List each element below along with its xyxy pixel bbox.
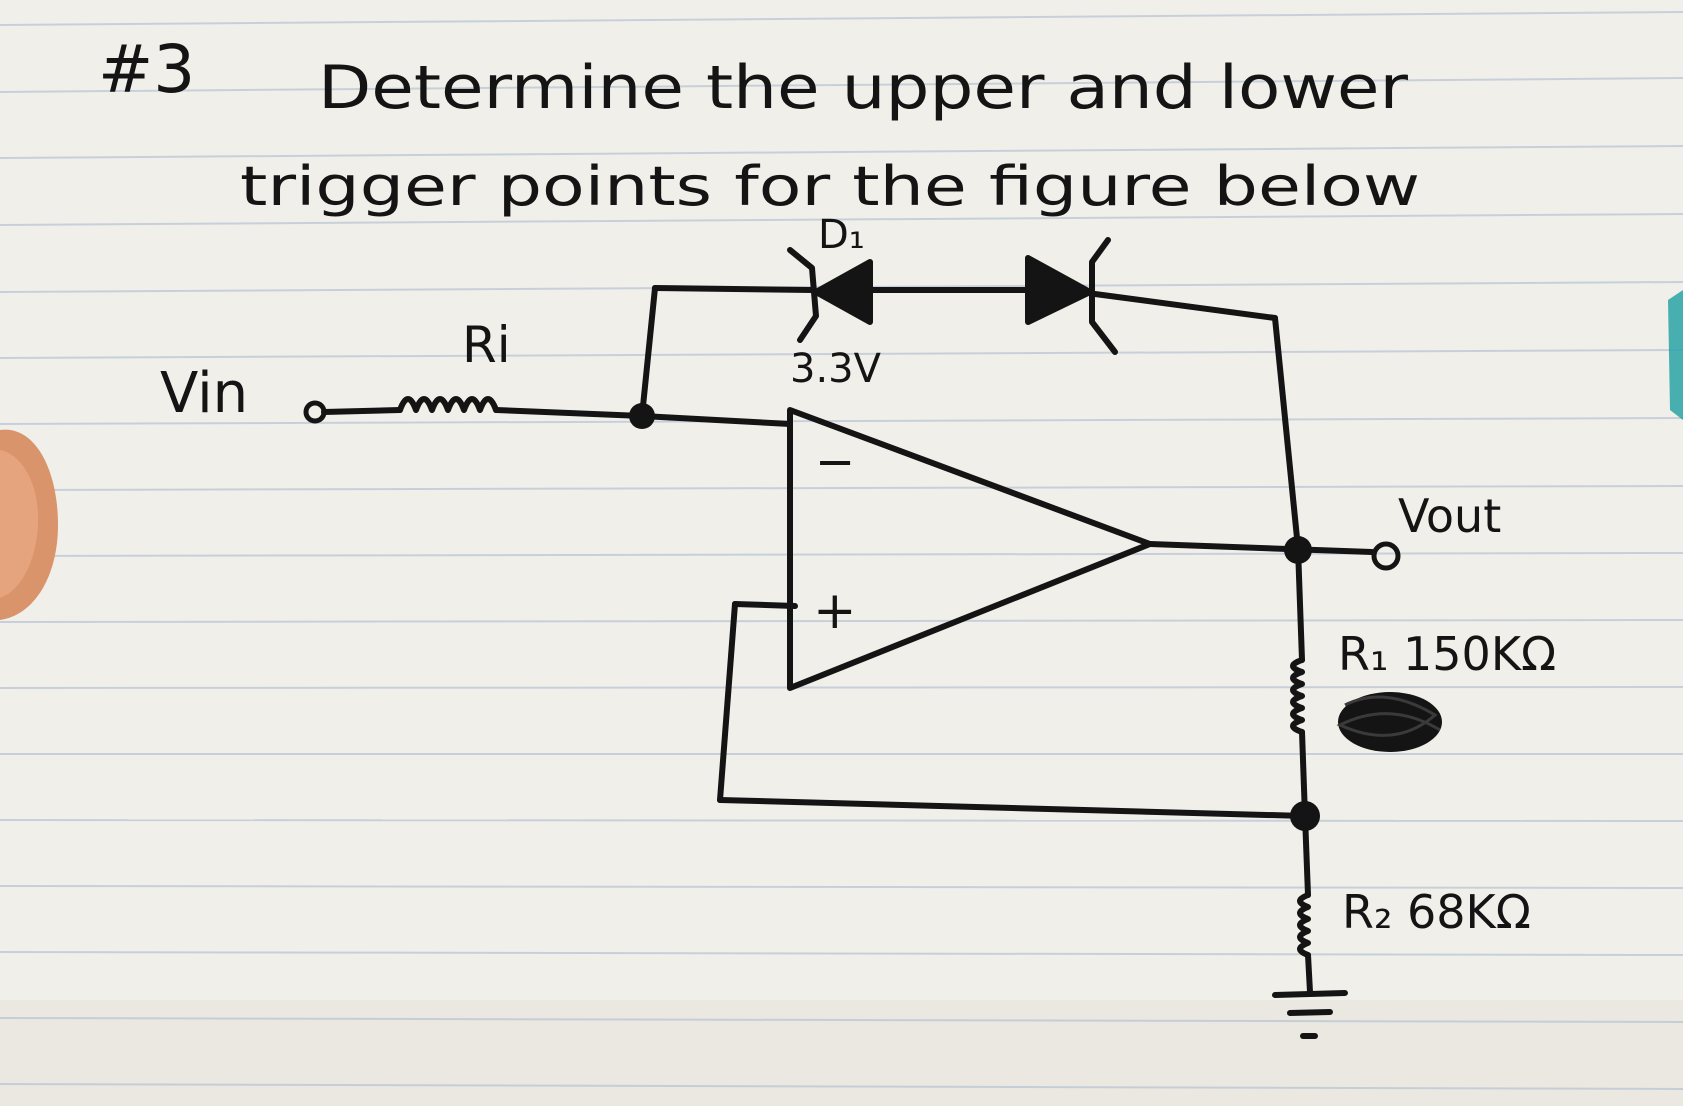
label-ri: Ri xyxy=(462,316,511,374)
wire-ri-to-node xyxy=(493,407,645,419)
wire-noninverting-stub xyxy=(732,601,798,609)
resistor-r2 xyxy=(1297,892,1311,958)
resistor-ri xyxy=(397,396,499,413)
junction-output-node xyxy=(1284,536,1312,564)
wire-feedback-right xyxy=(1272,315,1301,551)
junctions xyxy=(629,403,1320,831)
diode-d1-bar xyxy=(787,247,819,343)
teal-object xyxy=(1668,290,1683,420)
finger-nail xyxy=(0,450,39,598)
paper-shadow-bottom xyxy=(0,1000,1683,1106)
circuit-labels: D₁ 3.3V Vin Ri − + Vout R₁ 150KΩ R₂ 68KΩ xyxy=(160,212,1556,939)
problem-line-2: trigger points for the figure below xyxy=(240,155,1420,218)
wire-noninverting-left xyxy=(717,601,738,803)
problem-number: #3 xyxy=(98,31,195,108)
label-r2: R₂ 68KΩ xyxy=(1342,885,1531,939)
label-diode: D₁ xyxy=(818,212,865,258)
ground-line-2 xyxy=(1287,1009,1333,1016)
problem-line-1: Determine the upper and lower xyxy=(318,53,1408,123)
ruled-lines xyxy=(0,11,1683,1090)
wire-divider-feedback xyxy=(717,797,1308,819)
ground-line-1 xyxy=(1272,990,1348,998)
diode-d1-body xyxy=(813,259,873,325)
wire-r2-to-ground xyxy=(1305,952,1313,995)
diode-d2-body xyxy=(1025,255,1093,325)
wire-feedback-top-left xyxy=(652,285,815,293)
wire-node-to-inverting xyxy=(639,413,793,427)
diode-d2-bar xyxy=(1089,237,1118,355)
problem-statement: #3 Determine the upper and lower trigger… xyxy=(98,31,1420,218)
wire-output xyxy=(1147,541,1375,555)
label-vout: Vout xyxy=(1398,489,1501,543)
label-input: Vin xyxy=(160,361,248,426)
zener-diodes xyxy=(787,237,1118,355)
wire-out-to-r1 xyxy=(1295,545,1305,663)
wire-feedback-left xyxy=(639,285,658,419)
output-terminal xyxy=(1371,541,1401,571)
junction-inverting-node xyxy=(629,403,655,429)
wire-input xyxy=(321,407,403,415)
junction-divider-node xyxy=(1290,801,1320,831)
wire-feedback-top-right xyxy=(1092,291,1278,321)
resistor-r1 xyxy=(1290,657,1305,735)
op-amp xyxy=(787,407,1153,691)
label-r1: R₁ 150KΩ xyxy=(1338,627,1556,681)
circuit xyxy=(303,285,1401,1039)
scribble-mark xyxy=(1336,692,1442,752)
label-zener-voltage: 3.3V xyxy=(790,346,882,392)
label-noninverting: + xyxy=(813,581,857,641)
label-inverting: − xyxy=(815,434,855,490)
